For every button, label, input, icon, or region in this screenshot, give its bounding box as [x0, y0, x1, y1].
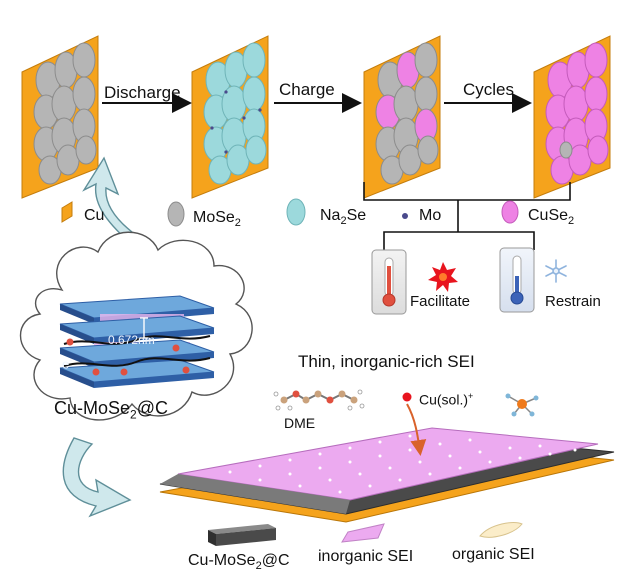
interlayer-spacing-label: 0.672nm	[108, 333, 155, 347]
legend-na2se-subscript: 2	[340, 215, 347, 228]
legend-na2se-label: Na2Se	[320, 207, 366, 227]
panel-initial	[21, 35, 99, 199]
step-charge-label: Charge	[279, 80, 335, 99]
legend-organic-label: organic SEI	[452, 546, 535, 563]
cu-sol-icon	[402, 392, 412, 402]
legend-mose2-text: MoSe	[193, 209, 235, 226]
legend-mose2-subscript: 2	[234, 217, 241, 230]
thermometer-cold-icon	[499, 247, 535, 313]
curved-arrow-down	[62, 437, 132, 518]
sei-slab	[159, 427, 615, 523]
facilitate-label: Facilitate	[410, 293, 471, 310]
restrain-label: Restrain	[545, 293, 601, 310]
legend-na2se-text-a: Na	[320, 207, 341, 224]
cu-deposit-arrow	[406, 403, 427, 456]
sei-title: Thin, inorganic-rich SEI	[298, 352, 475, 371]
electron-superscript: -	[69, 355, 73, 365]
electron-label: e-	[62, 355, 72, 371]
thermometer-hot-icon	[371, 249, 407, 315]
legend-electrode-subscript: 2	[255, 560, 262, 573]
na2se-legend-icon	[286, 198, 306, 226]
step-discharge-label: Discharge	[104, 83, 181, 102]
cu-sol-label: Cu(sol.)+	[419, 391, 473, 408]
panel-cycled	[533, 35, 611, 199]
legend-na2se-text-b: Se	[346, 207, 367, 224]
dme-label: DME	[284, 415, 316, 431]
panel-discharged	[191, 35, 269, 199]
step-cycles-label: Cycles	[463, 80, 515, 99]
mo-legend-icon	[402, 213, 408, 219]
cu-sol-superscript: +	[468, 391, 474, 401]
material-name-text-a: Cu-MoSe	[54, 398, 131, 418]
legend-electrode-label: Cu-MoSe2@C	[188, 552, 290, 572]
electrode-legend-icon	[208, 524, 276, 546]
inorganic-sei-legend-icon	[341, 523, 385, 543]
curved-arrow-up	[82, 156, 154, 251]
material-name-label: Cu-MoSe2@C	[54, 398, 168, 422]
snowflake-icon	[545, 259, 567, 283]
anion-molecule-icon	[505, 393, 539, 417]
dme-molecule-icon	[273, 389, 365, 411]
cu-sol-text: Cu(sol.)	[419, 391, 469, 408]
cu-legend-icon	[61, 201, 73, 223]
layered-structure	[59, 295, 215, 388]
material-name-text-b: @C	[136, 398, 168, 418]
cuse2-legend-icon	[501, 200, 519, 224]
legend-cu-label: Cu	[84, 207, 105, 224]
legend-mo-label: Mo	[419, 207, 442, 224]
legend-inorganic-label: inorganic SEI	[318, 548, 414, 565]
legend-cuse2-label: CuSe2	[528, 207, 574, 227]
electron-text: e	[62, 356, 70, 372]
bracket	[363, 182, 571, 250]
material-name-subscript: 2	[130, 407, 137, 422]
legend-bottom	[208, 522, 523, 546]
legend-cuse2-subscript: 2	[568, 215, 575, 228]
legend-mose2-label: MoSe2	[193, 209, 241, 229]
legend-cuse2-text: CuSe	[528, 207, 569, 224]
legend-electrode-text-a: Cu-MoSe	[188, 552, 256, 569]
burst-icon	[428, 262, 458, 292]
panel-charged	[363, 35, 441, 199]
organic-sei-legend-icon	[479, 522, 523, 538]
mose2-legend-icon	[167, 201, 185, 227]
legend-electrode-text-b: @C	[261, 552, 290, 569]
legend-top	[61, 198, 519, 227]
